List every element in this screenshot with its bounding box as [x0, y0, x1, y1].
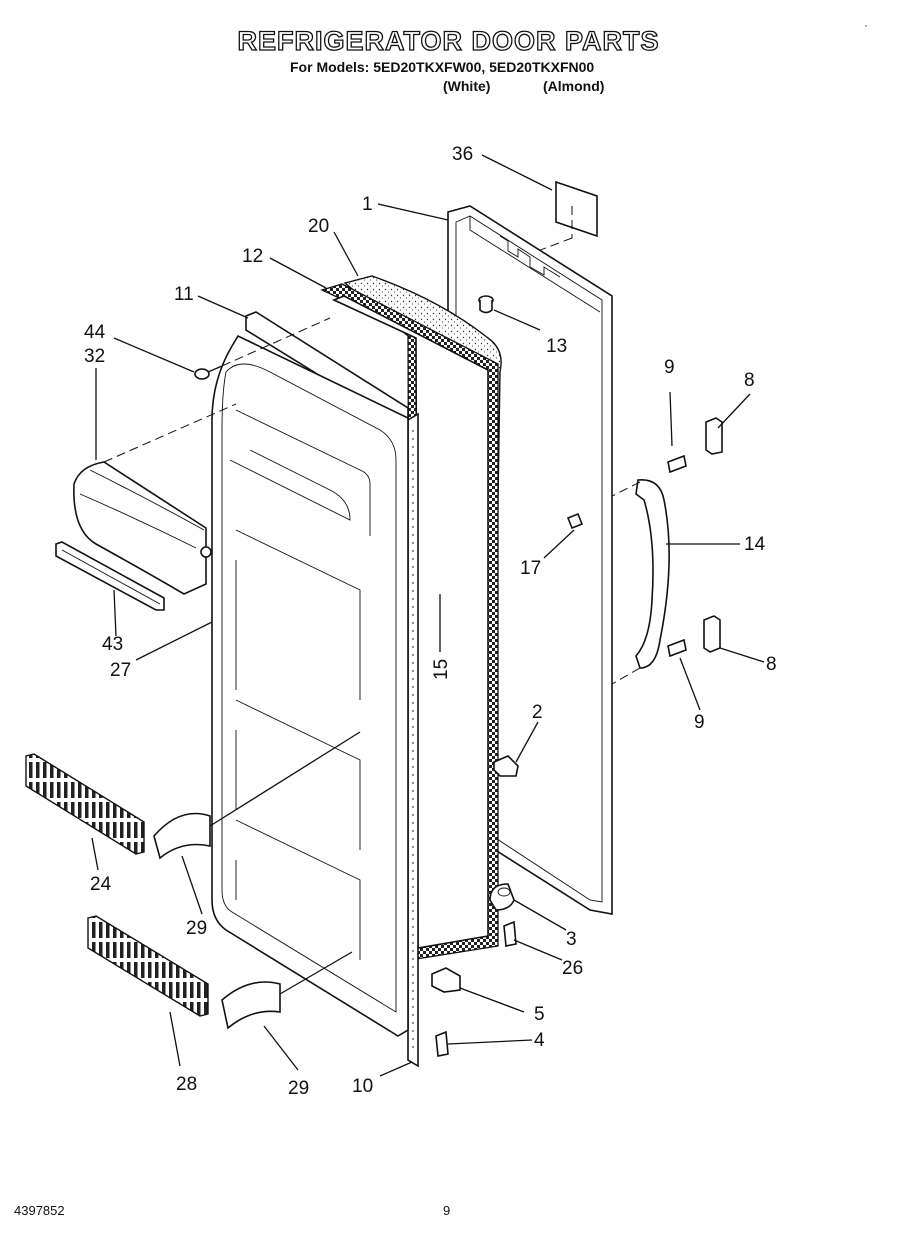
callout-32: 32: [84, 346, 105, 367]
part-13-plug: [478, 295, 494, 314]
callout-29-lower: 29: [288, 1078, 309, 1099]
callout-10: 10: [352, 1076, 373, 1097]
callout-8-lower: 8: [766, 654, 777, 675]
callout-1: 1: [362, 194, 373, 215]
callout-27: 27: [110, 660, 131, 681]
callout-44: 44: [84, 322, 106, 343]
callout-26: 26: [562, 958, 583, 979]
callout-3: 3: [566, 929, 577, 950]
part-8-cap-lower: [703, 615, 721, 653]
part-4-screw: [435, 1030, 449, 1057]
part-24-door-shelf: [25, 753, 145, 855]
page-number: 9: [443, 1203, 451, 1218]
callout-28: 28: [176, 1074, 197, 1095]
callout-43: 43: [102, 634, 123, 655]
part-17-clip: [566, 512, 584, 530]
part-5-hinge-bracket: [431, 967, 461, 993]
callout-20: 20: [308, 216, 329, 237]
part-2-bracket: [493, 755, 519, 777]
callout-12: 12: [242, 246, 263, 267]
callout-4: 4: [534, 1030, 545, 1051]
callout-36: 36: [452, 144, 473, 165]
callout-5: 5: [534, 1004, 545, 1025]
part-29-end-cap-lower: [221, 951, 353, 1030]
callout-24: 24: [90, 874, 112, 895]
part-28-door-shelf: [87, 915, 209, 1017]
leader-lines: [91, 154, 765, 1077]
callout-9-upper: 9: [664, 357, 675, 378]
variant-white: (White): [443, 78, 491, 94]
page-title: REFRIGERATOR DOOR PARTS: [237, 25, 660, 56]
part-10-trim-strip: [407, 412, 419, 1068]
part-27-inner-door-liner: [211, 334, 409, 1037]
callout-13: 13: [546, 336, 567, 357]
model-numbers: For Models: 5ED20TKXFW00, 5ED20TKXFN00: [290, 59, 595, 75]
part-9-screw-lower: [667, 638, 687, 658]
document-number: 4397852: [14, 1203, 65, 1218]
part-9-screw-upper: [667, 454, 687, 474]
variant-almond: (Almond): [543, 78, 605, 94]
part-36-label: [555, 180, 598, 238]
part-14-handle: [635, 479, 670, 669]
callout-11: 11: [174, 284, 194, 305]
callout-14: 14: [744, 534, 766, 555]
part-3-hinge-cam: [489, 883, 515, 911]
part-29-end-cap-upper: [153, 731, 361, 860]
part-8-cap-upper: [705, 417, 723, 455]
callout-17: 17: [520, 558, 541, 579]
callout-9-lower: 9: [694, 712, 705, 733]
callout-2: 2: [532, 702, 543, 723]
part-26-screw: [503, 920, 517, 947]
part-44-screw: [194, 365, 223, 380]
corner-mark: ·: [864, 18, 868, 32]
part-32-shelf-cover: [73, 461, 212, 595]
callout-29-upper: 29: [186, 918, 207, 939]
callout-15: 15: [431, 659, 452, 680]
callout-8-upper: 8: [744, 370, 755, 391]
